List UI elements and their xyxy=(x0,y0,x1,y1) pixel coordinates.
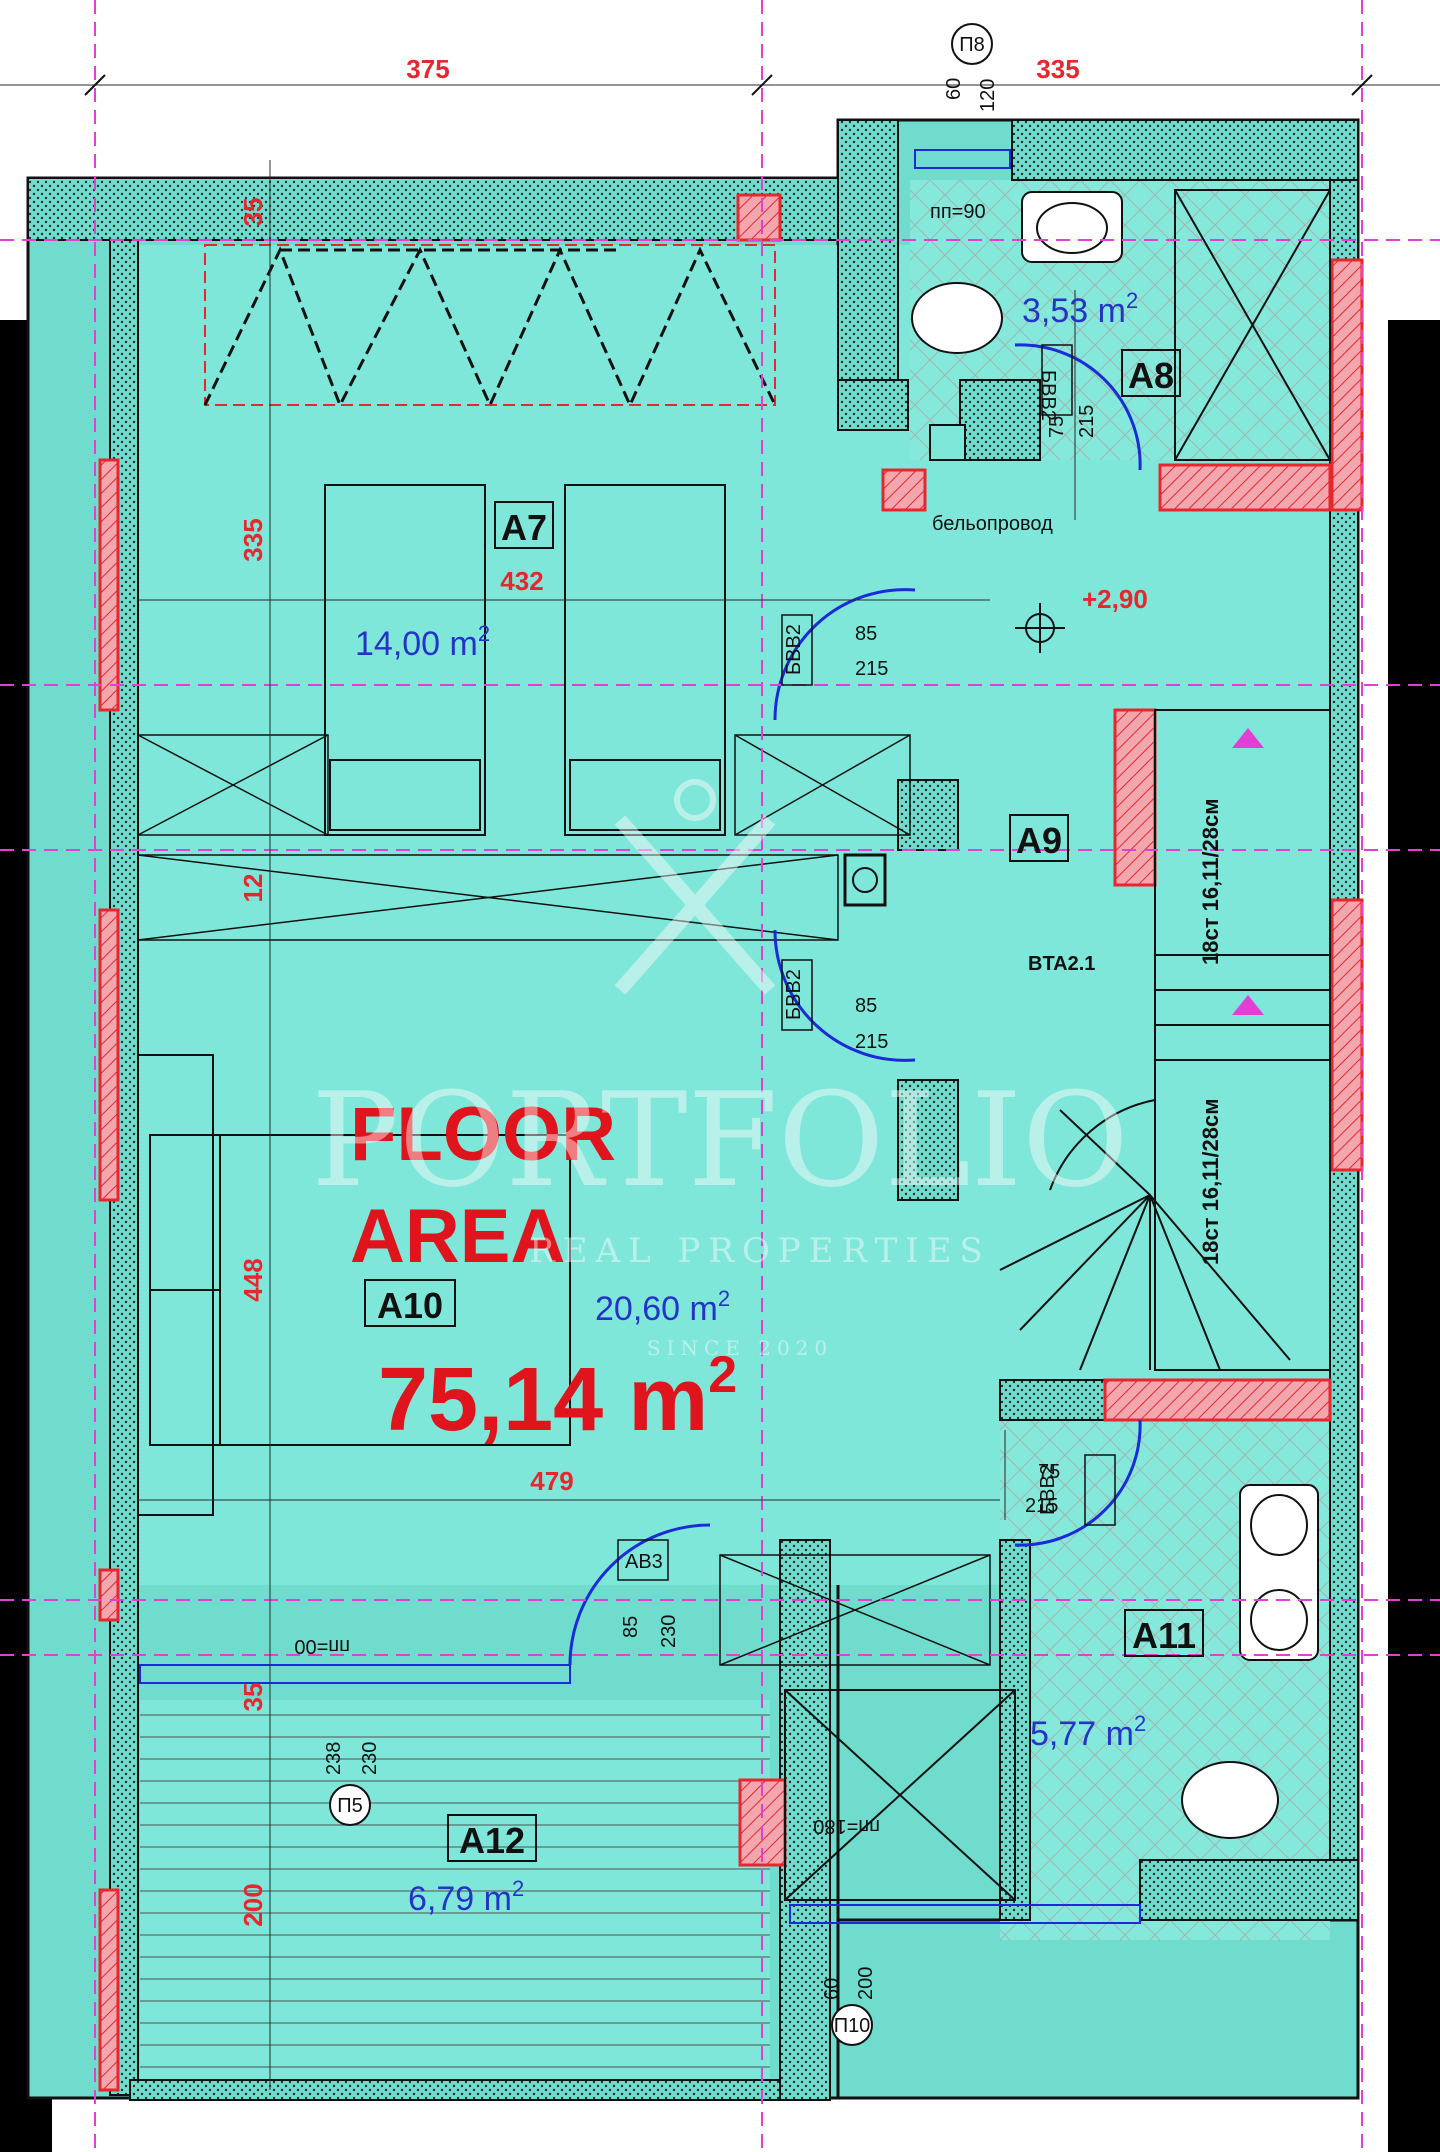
stair-upper-label: 18ст 16,11/28см xyxy=(1198,798,1223,965)
watermark: PORTFOLIO REAL PROPERTIES SINCE 2020 xyxy=(311,779,1129,1360)
room-a12-fill xyxy=(140,1700,770,2090)
room-a10-fill xyxy=(120,845,1000,1585)
door-a11-h: 215 xyxy=(1025,1495,1058,1517)
room-label-a9: A9 xyxy=(1016,820,1062,861)
key-logo-icon xyxy=(614,779,776,995)
window-p10-sill: пп=180 xyxy=(813,1815,880,1837)
door-a8-w: 75 xyxy=(1046,416,1068,438)
dimension-ticks xyxy=(84,74,1373,96)
bed-right xyxy=(564,484,726,836)
windows xyxy=(139,149,1141,1924)
laundry-chute xyxy=(929,424,966,461)
dim-top-left: 375 xyxy=(406,54,449,84)
stair-arrow-lower xyxy=(1232,995,1264,1015)
laundry-chute-label: бельопровод xyxy=(932,513,1053,535)
window-p8-code: П8 xyxy=(959,34,985,56)
window-p5-h: 230 xyxy=(359,1742,381,1775)
stair-code-label: BTA2.1 xyxy=(1028,953,1095,975)
room-label-a12: A12 xyxy=(459,1820,525,1861)
room-area-a12: 6,79 m2 xyxy=(408,1876,524,1918)
watermark-brand: PORTFOLIO xyxy=(311,1064,1128,1216)
dim-wall-35-bottom: 35 xyxy=(238,1683,268,1712)
floor-area-line1: FLOOR xyxy=(350,1092,616,1177)
shower-tray xyxy=(784,189,1331,1901)
watermark-tagline: REAL PROPERTIES xyxy=(529,1231,991,1271)
window-p8-w: 60 xyxy=(943,78,965,100)
dim-a7-height: 335 xyxy=(238,518,268,561)
door-a7-w: 85 xyxy=(855,623,877,645)
elevation-label: +2,90 xyxy=(1082,584,1148,614)
dim-a10-width: 479 xyxy=(530,1466,573,1496)
door-a7-h: 215 xyxy=(855,658,888,680)
dim-top-right: 335 xyxy=(1036,54,1079,84)
service-shaft xyxy=(843,853,887,907)
door-a10-code: БВВ2 xyxy=(783,969,805,1020)
drafting-lines xyxy=(0,84,1440,2090)
room-label-a8: A8 xyxy=(1128,355,1174,396)
balcony-door-w: 85 xyxy=(620,1616,642,1638)
door-a8-code: БВВ2 xyxy=(1037,370,1059,421)
door-tags xyxy=(617,344,1116,1581)
dim-a7-width: 432 xyxy=(500,566,543,596)
window-tags xyxy=(329,23,993,2046)
dim-a10-height: 448 xyxy=(238,1258,268,1301)
watermark-since: SINCE 2020 xyxy=(647,1336,833,1360)
door-a8-h: 215 xyxy=(1076,405,1098,438)
balcony-door-h: 230 xyxy=(658,1615,680,1648)
balcony-door-code: АВ3 xyxy=(625,1551,663,1573)
bed-left xyxy=(324,484,486,836)
room-label-a10: A10 xyxy=(377,1285,443,1326)
room-area-a10: 20,60 m2 xyxy=(595,1286,730,1328)
room-label-a7: A7 xyxy=(501,507,547,548)
room-area-a11: 5,77 m2 xyxy=(1030,1711,1146,1753)
window-p10-code: П10 xyxy=(834,2015,871,2037)
dim-a12-height: 200 xyxy=(238,1883,268,1926)
floor-area-value: 75,14 m2 xyxy=(378,1346,737,1450)
wardrobe-doors xyxy=(203,246,777,409)
window-p5-w: 238 xyxy=(323,1742,345,1775)
stair-lower-label: 18ст 16,11/28см xyxy=(1198,1098,1223,1265)
window-p8-sill: пп=90 xyxy=(930,201,986,223)
room-area-a8: 3,53 m2 xyxy=(1022,288,1138,330)
floor-area-line2: AREA xyxy=(350,1194,565,1279)
right-black-band xyxy=(1388,320,1440,2152)
cabinets xyxy=(137,734,991,1666)
double-bed xyxy=(137,1054,571,1516)
dim-wall-35-top: 35 xyxy=(238,198,268,227)
staircase xyxy=(999,709,1331,1371)
window-p8-h: 120 xyxy=(977,79,999,112)
dim-wall-12: 12 xyxy=(238,874,268,903)
window-p5-sill: пп=00 xyxy=(294,1635,350,1657)
door-a7-code: БВВ2 xyxy=(783,624,805,675)
door-a10-w: 85 xyxy=(855,995,877,1017)
door-a11-code: БВВ2 xyxy=(1037,1464,1059,1515)
stair-arrow-upper xyxy=(1232,728,1264,748)
door-a11-w: 75 xyxy=(1038,1461,1060,1483)
room-label-a11: A11 xyxy=(1132,1615,1196,1656)
window-p10-h: 200 xyxy=(855,1967,877,2000)
door-a10-h: 215 xyxy=(855,1031,888,1053)
window-p10-w: 60 xyxy=(821,1978,843,2000)
sanitary-fixtures xyxy=(911,191,1319,1839)
window-p5-code: П5 xyxy=(337,1795,363,1817)
elevation-mark xyxy=(1015,603,1065,653)
room-area-a7: 14,00 m2 xyxy=(355,621,490,663)
wardrobe xyxy=(204,244,776,406)
